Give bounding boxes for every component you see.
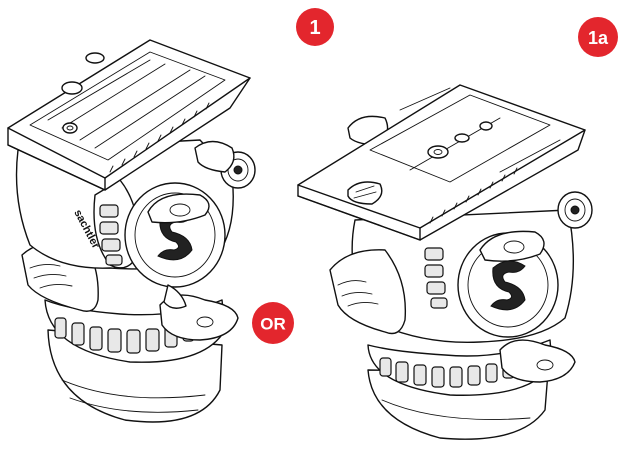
fluid-head-variant-1a-icon <box>297 84 593 440</box>
badge-1-circle <box>296 8 334 46</box>
fluid-head-variant-1-icon: sachtler <box>7 39 256 423</box>
badge-or-label: OR <box>260 315 286 334</box>
plate-scale-1a <box>429 167 518 224</box>
counterbalance-dial <box>99 204 123 266</box>
badge-or: OR <box>252 302 294 344</box>
badge-1: 1 <box>296 8 334 46</box>
plate-scale <box>109 102 210 173</box>
badge-1a-label: 1a <box>588 28 609 48</box>
badge-1-label: 1 <box>309 17 320 39</box>
counterbalance-dial-1a <box>424 247 448 309</box>
badge-1a: 1a <box>578 17 618 57</box>
badge-or-circle <box>252 302 294 344</box>
badge-1a-circle <box>578 17 618 57</box>
